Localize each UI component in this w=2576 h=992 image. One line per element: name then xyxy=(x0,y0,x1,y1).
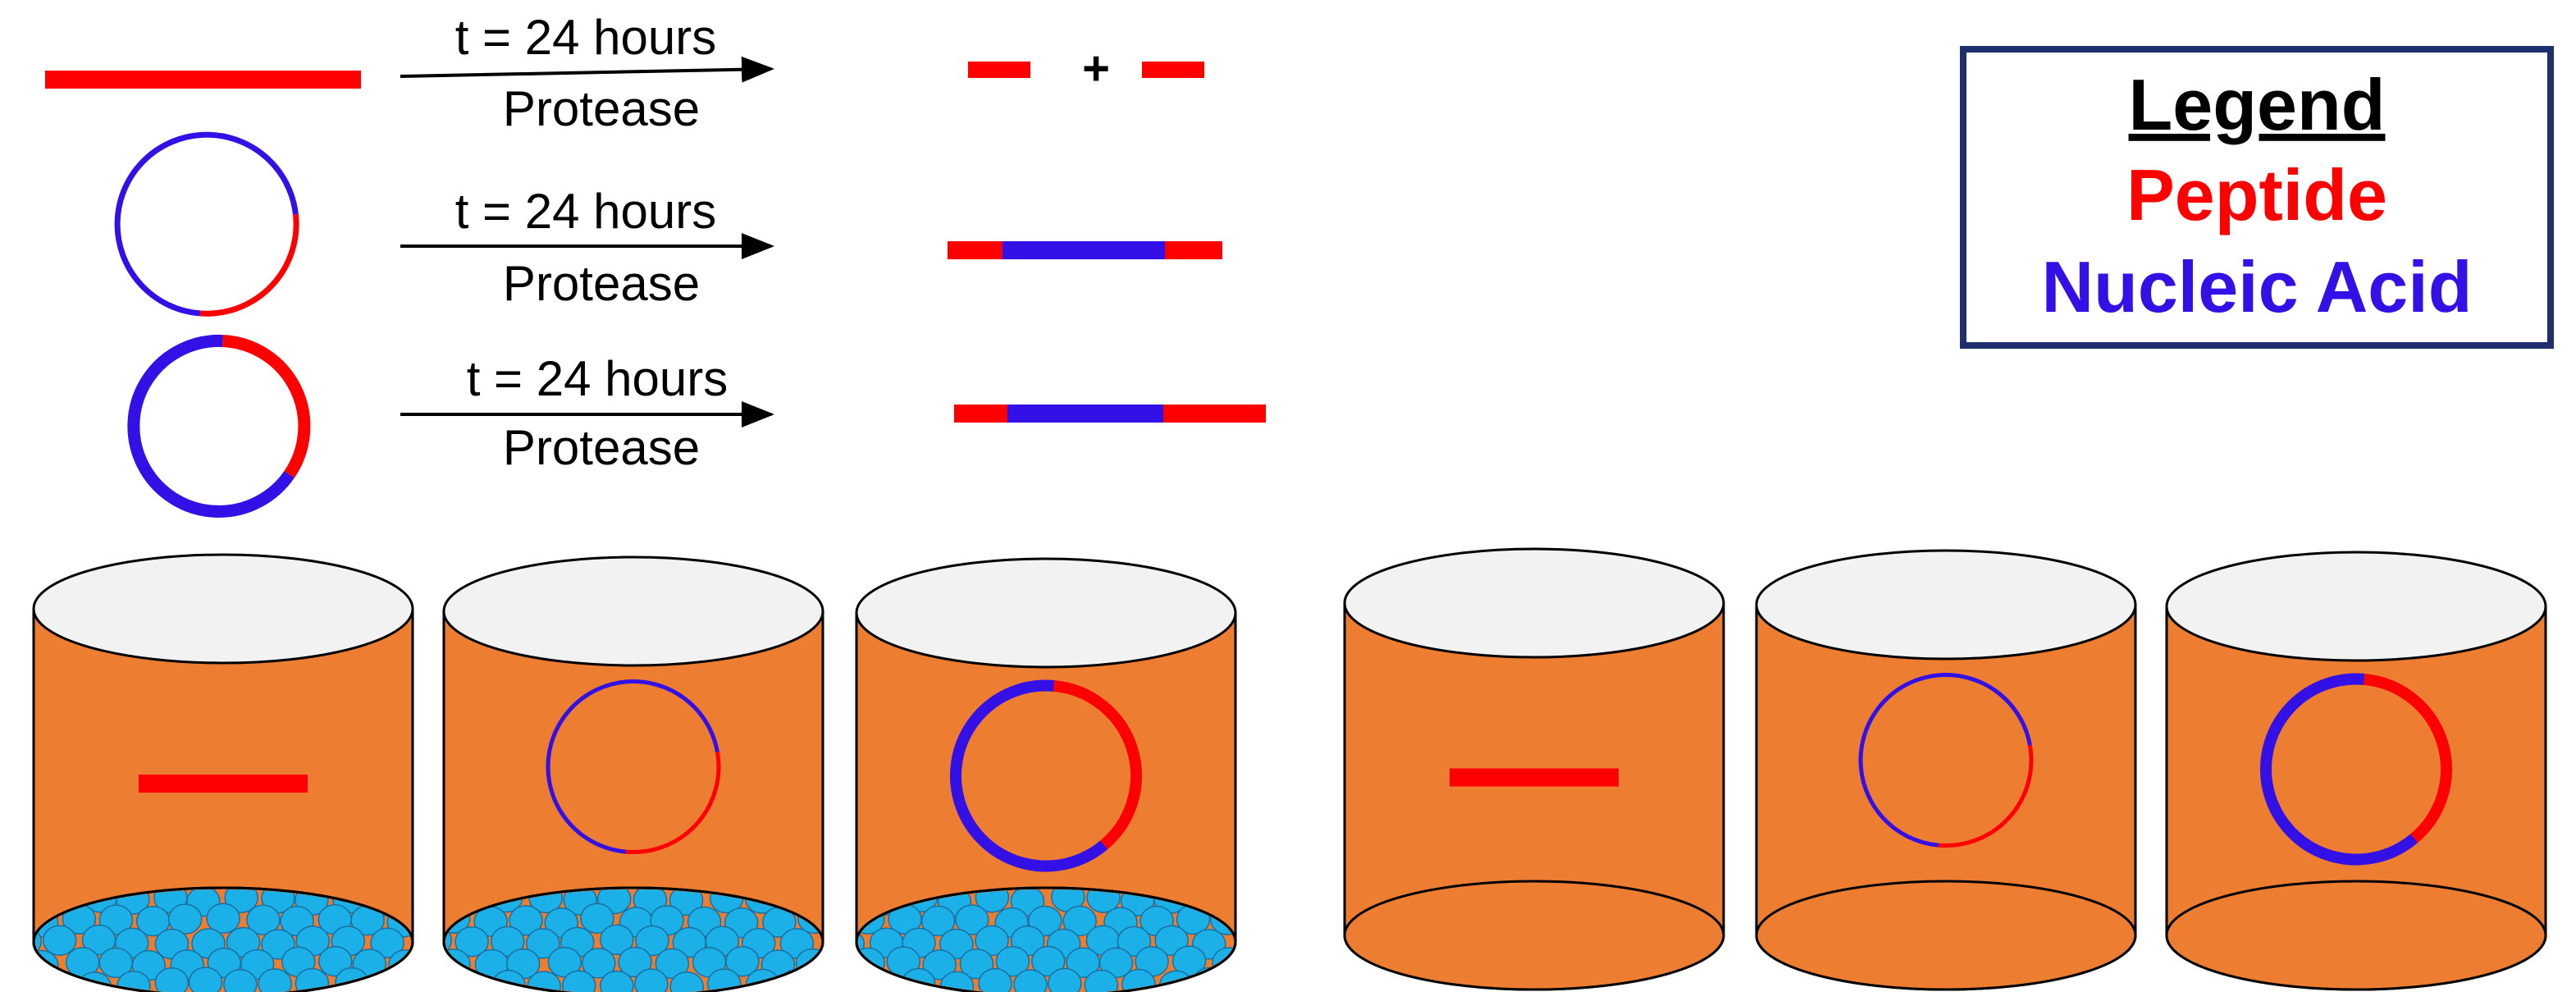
bead xyxy=(509,904,543,936)
reaction-row-1: t = 24 hours Protease + xyxy=(45,10,1204,136)
bead xyxy=(634,968,669,992)
cylinder-container xyxy=(1755,549,2137,991)
bead xyxy=(1172,945,1207,976)
bead xyxy=(35,970,41,992)
bead xyxy=(561,970,596,992)
cylinder-container xyxy=(2165,551,2547,991)
enzyme-label: Protease xyxy=(503,420,700,475)
bead xyxy=(901,967,936,992)
legend-item-peptide: Peptide xyxy=(2126,154,2387,235)
bead xyxy=(445,949,471,980)
thick-hybrid-ring xyxy=(127,334,311,518)
thick-hybrid-ring xyxy=(950,679,1142,872)
bead xyxy=(454,926,489,958)
bead xyxy=(445,925,452,956)
time-label: t = 24 hours xyxy=(455,184,717,239)
bead xyxy=(547,946,582,978)
bead xyxy=(1013,969,1048,992)
bead xyxy=(959,948,994,980)
cylinder-container xyxy=(442,555,824,992)
bead xyxy=(858,947,885,979)
bead xyxy=(258,968,292,992)
bead xyxy=(206,903,240,934)
bead xyxy=(1084,969,1119,992)
bead xyxy=(370,927,404,958)
time-label: t = 24 hours xyxy=(467,351,728,406)
reaction-row-3: t = 24 hours Protease xyxy=(127,334,1266,518)
bead xyxy=(1154,925,1189,956)
cylinder-container xyxy=(855,557,1237,992)
bead xyxy=(922,949,957,981)
bead xyxy=(1062,905,1097,937)
thick-hybrid-ring xyxy=(2260,673,2452,866)
bead xyxy=(635,925,669,957)
bead xyxy=(978,967,1012,992)
bead xyxy=(1192,967,1226,992)
bead xyxy=(618,946,652,978)
bead xyxy=(795,948,821,980)
bead xyxy=(526,928,560,959)
legend-box: Legend Peptide Nucleic Acid xyxy=(1960,46,2554,349)
legend-item-nucleic-acid: Nucleic Acid xyxy=(2042,246,2473,327)
bead xyxy=(582,948,616,979)
bead xyxy=(669,889,704,917)
plus-sign: + xyxy=(1082,42,1110,95)
bead-bed xyxy=(445,889,821,992)
enzyme-label: Protease xyxy=(503,81,700,136)
bead xyxy=(600,970,634,992)
bead xyxy=(920,905,956,937)
time-label: t = 24 hours xyxy=(455,10,717,65)
thin-hybrid-ring xyxy=(1858,673,2034,848)
thin-hybrid-ring xyxy=(114,131,299,317)
containers xyxy=(32,547,2547,992)
bead xyxy=(224,889,258,913)
bead xyxy=(167,903,203,935)
bead xyxy=(975,925,1009,957)
bead xyxy=(995,945,1030,977)
bead xyxy=(725,945,760,977)
bead xyxy=(491,926,525,958)
bead xyxy=(188,967,223,992)
reaction-row-2: t = 24 hours Protease xyxy=(114,131,1222,317)
bead xyxy=(1031,945,1066,977)
bead xyxy=(580,903,614,935)
bead xyxy=(35,926,42,958)
bead xyxy=(1048,967,1082,992)
bead xyxy=(858,967,868,992)
bead xyxy=(335,967,369,992)
legend-title: Legend xyxy=(2129,64,2386,145)
cylinder-container xyxy=(32,553,414,992)
bead xyxy=(318,945,353,977)
thin-hybrid-ring xyxy=(546,679,721,854)
reaction-arrow xyxy=(400,56,774,83)
bead xyxy=(669,971,704,992)
bead xyxy=(246,904,281,935)
bead xyxy=(939,928,974,960)
bead xyxy=(858,928,865,960)
bead xyxy=(1212,947,1234,978)
bead xyxy=(655,948,690,980)
enzyme-label: Protease xyxy=(503,256,700,311)
bead xyxy=(154,967,190,992)
bead xyxy=(600,924,634,956)
bead xyxy=(955,904,989,935)
bead xyxy=(445,969,450,992)
bead xyxy=(42,925,77,956)
cylinder-container xyxy=(1343,547,1725,991)
